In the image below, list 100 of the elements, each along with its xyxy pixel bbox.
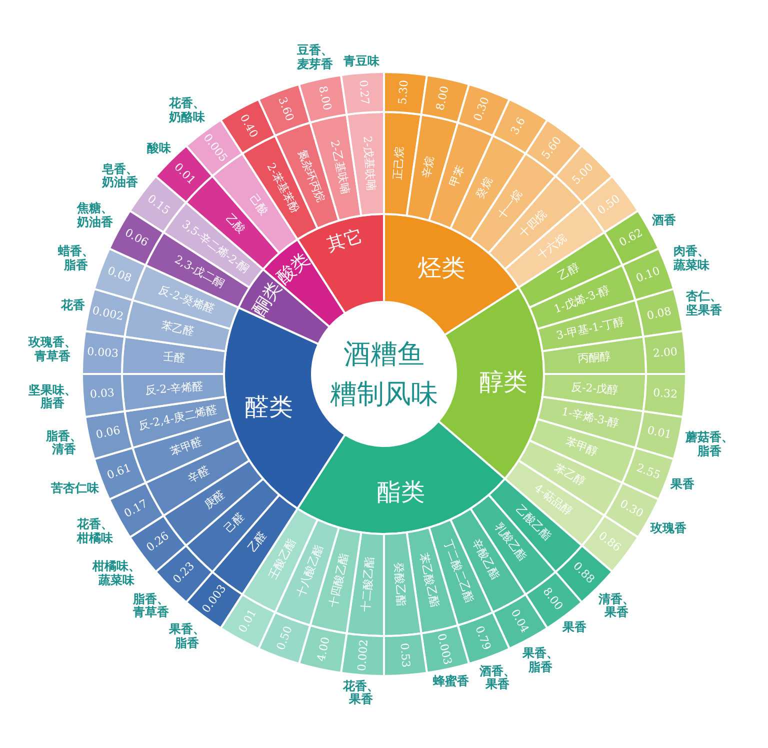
compound-name: 苯甲醇: [564, 436, 600, 460]
compound-name: 辛醛: [186, 464, 212, 486]
value-label: 0.50: [596, 192, 624, 218]
compound-name: 辛酸乙酯: [470, 536, 502, 582]
category-label: 醇类: [480, 368, 528, 396]
value-label: 0.50: [274, 624, 296, 652]
compound-name: 反-2,4-庚二烯醛: [137, 404, 218, 434]
compound-name: 乙酸: [222, 212, 248, 237]
odor-descriptor: 皂香、奶油香: [100, 162, 140, 190]
compound-name: 1-辛烯-3-醇: [560, 406, 620, 432]
value-label: 0.62: [617, 227, 646, 250]
odor-descriptor: 花香、柑橘味: [76, 518, 114, 546]
odor-descriptor: 肉香、蔬菜味: [672, 245, 711, 273]
category-label: 烃类: [418, 254, 466, 282]
odor-descriptor: 苦杏仁味: [50, 482, 99, 496]
compound-name: 己醛: [222, 510, 248, 536]
odor-descriptor: 柑橘味、蔬菜味: [91, 560, 142, 588]
value-label: 0.01: [237, 608, 260, 636]
compound-name: 2-戊基呋喃: [360, 136, 378, 192]
odor-descriptor: 脂香、青草香: [132, 592, 170, 620]
value-label: 8.00: [434, 84, 452, 112]
odor-descriptor: 酸味: [146, 142, 171, 156]
compound-name: 癸酸乙酯: [391, 562, 407, 607]
category-segment: [437, 286, 545, 480]
value-label: 0.04: [507, 608, 530, 636]
value-label: 0.01: [646, 424, 673, 443]
compound-name: 1-戊烯-3-醇: [552, 284, 612, 316]
odor-descriptor: 焦糖、奶油香: [76, 202, 114, 230]
value-label: 2.00: [652, 346, 678, 361]
odor-descriptor: 蘑菇香、脂香: [684, 430, 735, 458]
compound-name: 己酸: [246, 192, 270, 218]
compound-name: 十四酸乙酯: [327, 552, 352, 608]
compound-name: 3-甲基-1-丁醇: [555, 315, 626, 342]
compound-name: 苯乙醛: [160, 319, 196, 339]
odor-descriptor: 脂香、清香: [44, 430, 83, 458]
value-label: 0.08: [106, 265, 134, 286]
odor-descriptor: 果香、脂香: [521, 646, 560, 674]
compound-name: 癸烷: [474, 176, 496, 202]
odor-descriptor: 花香: [61, 299, 86, 314]
value-label: 0.08: [646, 305, 673, 323]
value-label: 0.30: [472, 96, 492, 124]
category-label: 其它: [324, 226, 366, 256]
value-label: 0.40: [237, 112, 260, 140]
compound-name: 丙酮醇: [578, 351, 612, 366]
odor-descriptor: 坚果味、脂香: [28, 384, 78, 412]
odor-descriptor: 豆香、麦芽香: [296, 44, 334, 72]
odor-descriptor: 果香: [562, 621, 586, 636]
value-label: 0.32: [652, 386, 678, 402]
value-label: 0.002: [91, 304, 125, 324]
value-label: 3.60: [274, 96, 296, 124]
value-label: 2.55: [634, 462, 662, 483]
value-label: 0.002: [356, 638, 372, 672]
value-label: 0.03: [90, 386, 116, 402]
value-label: 0.17: [122, 498, 150, 520]
center-title: 糟制风味: [330, 378, 438, 410]
odor-descriptor: 清香、果香: [597, 592, 636, 620]
compound-name: 壬醛: [162, 352, 185, 366]
compound-name: 苯乙醇: [552, 461, 587, 488]
compound-name: 甲苯: [448, 164, 468, 189]
odor-descriptor: 玫瑰香: [650, 522, 686, 536]
odor-descriptor: 酒香、果香: [478, 664, 516, 692]
value-label: 0.003: [86, 346, 119, 362]
odor-descriptor: 杏仁、坚果香: [684, 290, 723, 318]
value-label: 0.86: [596, 530, 624, 556]
odor-descriptor: 花香、奶酪味: [168, 97, 206, 125]
odor-descriptor: 酒香: [652, 214, 676, 228]
compound-name: 庚醛: [202, 488, 228, 512]
compound-name: 正己烷: [392, 146, 407, 180]
value-label: 0.30: [617, 498, 646, 520]
compound-name: 乙醇: [556, 262, 582, 284]
value-label: 8.00: [315, 84, 333, 112]
value-label: 0.003: [434, 632, 454, 666]
value-label: 0.10: [634, 265, 662, 286]
odor-descriptor: 玫瑰香、青草香: [27, 336, 78, 364]
odor-descriptor: 果香、脂香: [168, 622, 206, 650]
odor-descriptor: 花香、果香: [342, 680, 380, 708]
compound-name: 反-2-辛烯醛: [144, 380, 204, 398]
value-label: 5.30: [396, 80, 412, 106]
compound-name: 辛烷: [420, 156, 438, 180]
value-label: 0.15: [144, 192, 172, 218]
odor-descriptor: 蜂蜜香: [433, 675, 470, 690]
value-label: 3.6: [509, 116, 529, 138]
compound-name: 乙醛: [246, 530, 270, 556]
category-label: 醛类: [244, 394, 293, 422]
compound-name: 苯甲醛: [168, 436, 204, 460]
category-label: 酯类: [377, 478, 426, 506]
value-label: 0.61: [106, 462, 134, 483]
value-label: 0.79: [472, 624, 492, 652]
value-label: 0.53: [396, 642, 412, 668]
odor-descriptor: 蜡香、脂香: [56, 245, 95, 273]
center-title: 酒糟鱼: [344, 338, 424, 370]
value-label: 0.06: [94, 424, 122, 443]
compound-name: 反-2-戊醇: [570, 380, 619, 397]
value-label: 0.27: [356, 80, 371, 106]
compound-name: 十二酸乙酯: [360, 556, 378, 612]
compound-name: 苯乙酸乙酯: [416, 552, 441, 608]
value-label: 4.00: [315, 636, 333, 663]
odor-descriptor: 果香: [670, 478, 695, 492]
compound-name: 2-乙基呋喃: [327, 140, 351, 196]
odor-descriptor: 青豆味: [344, 54, 380, 68]
